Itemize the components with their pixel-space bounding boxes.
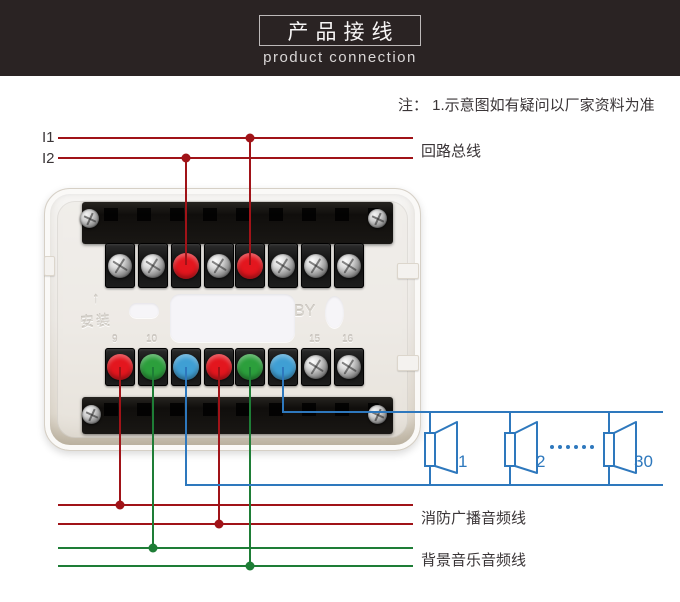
speaker-horn-icon (514, 421, 538, 474)
mount-screw-bottom-left (82, 405, 101, 424)
top-terminal-2 (138, 243, 168, 288)
top-terminal-1 (105, 243, 135, 288)
speaker-horn-icon (613, 421, 637, 474)
terminal-screw-icon (304, 355, 328, 379)
junction-dot (148, 543, 158, 553)
section-title-box: 产品接线 (259, 15, 421, 46)
speaker-number-1: 1 (458, 452, 468, 471)
case-clip-left (44, 256, 55, 276)
mount-screw-top-left (80, 209, 99, 228)
oval-recess (325, 296, 344, 328)
label-i1: I1 (42, 129, 55, 146)
top-terminal-3 (171, 243, 201, 288)
junction-dot (181, 153, 191, 163)
section-subtitle: product connection (263, 49, 417, 66)
bottom-terminal-row (0, 348, 680, 386)
ellipsis-dot (582, 445, 586, 449)
mount-screw-top-right (368, 209, 387, 228)
red-terminal-dot (107, 354, 133, 380)
junction-dot (245, 561, 255, 571)
label-loop-bus: 回路总线 (421, 143, 482, 160)
terminal-number-9: 9 (112, 334, 118, 345)
speaker-number-30: 30 (634, 452, 653, 471)
top-terminal-6 (268, 243, 298, 288)
top-terminal-bar (82, 202, 393, 244)
terminal-number-15: 15 (309, 334, 321, 345)
terminal-screw-icon (337, 355, 361, 379)
green-terminal-dot (237, 354, 263, 380)
blue-terminal-dot (270, 354, 296, 380)
ellipsis-dot (558, 445, 562, 449)
label-background-music-line: 背景音乐音频线 (421, 552, 527, 569)
speaker-driver (603, 432, 615, 467)
blue-terminal-dot (173, 354, 199, 380)
bottom-terminal-5 (235, 348, 265, 386)
top-terminal-4 (204, 243, 234, 288)
bottom-terminal-bar (82, 397, 393, 434)
terminal-screw-icon (337, 253, 361, 278)
bottom-terminal-4 (204, 348, 234, 386)
bottom-terminal-7 (301, 348, 331, 386)
speaker-number-2: 2 (536, 452, 546, 471)
terminal-screw-icon (271, 253, 295, 278)
label-i2: I2 (42, 150, 55, 167)
terminal-number-10: 10 (146, 334, 158, 345)
red-terminal-dot (237, 252, 263, 279)
speaker-driver (424, 432, 436, 467)
ellipsis-dot (590, 445, 594, 449)
red-terminal-dot (206, 354, 232, 380)
install-arrow-icon: ↑ (92, 290, 100, 307)
terminal-screw-icon (141, 253, 165, 278)
note-text: 注： 1.示意图如有疑问以厂家资料为准 (398, 97, 655, 114)
terminal-screw-icon (304, 253, 328, 278)
top-terminal-7 (301, 243, 331, 288)
section-title: 产品接线 (287, 20, 400, 44)
bottom-terminal-3 (171, 348, 201, 386)
green-terminal-dot (140, 354, 166, 380)
label-recess (170, 294, 295, 342)
bottom-terminal-1 (105, 348, 135, 386)
bottom-terminal-2 (138, 348, 168, 386)
case-clip-right-upper (397, 263, 419, 279)
top-terminal-row (0, 243, 680, 288)
label-fire-broadcast-line: 消防广播音频线 (421, 510, 527, 527)
top-terminal-5 (235, 243, 265, 288)
header-banner: 产品接线 product connection (0, 0, 680, 76)
red-terminal-dot (173, 252, 199, 279)
terminal-screw-icon (108, 253, 132, 278)
ellipsis-dot (566, 445, 570, 449)
junction-dot (245, 133, 255, 143)
bottom-terminal-6 (268, 348, 298, 386)
speaker-horn-icon (434, 421, 458, 474)
ellipsis-dot (550, 445, 554, 449)
mount-screw-bottom-right (368, 405, 387, 424)
speaker-driver (504, 432, 516, 467)
terminal-number-16: 16 (342, 334, 354, 345)
by-molded-text: BY (294, 303, 316, 320)
pill-recess (129, 303, 159, 318)
junction-dot (214, 519, 224, 529)
terminal-screw-icon (207, 253, 231, 278)
top-terminal-8 (334, 243, 364, 288)
ellipsis-dot (574, 445, 578, 449)
bottom-terminal-8 (334, 348, 364, 386)
install-molded-text: 安装 (79, 311, 113, 331)
junction-dot (115, 500, 125, 510)
